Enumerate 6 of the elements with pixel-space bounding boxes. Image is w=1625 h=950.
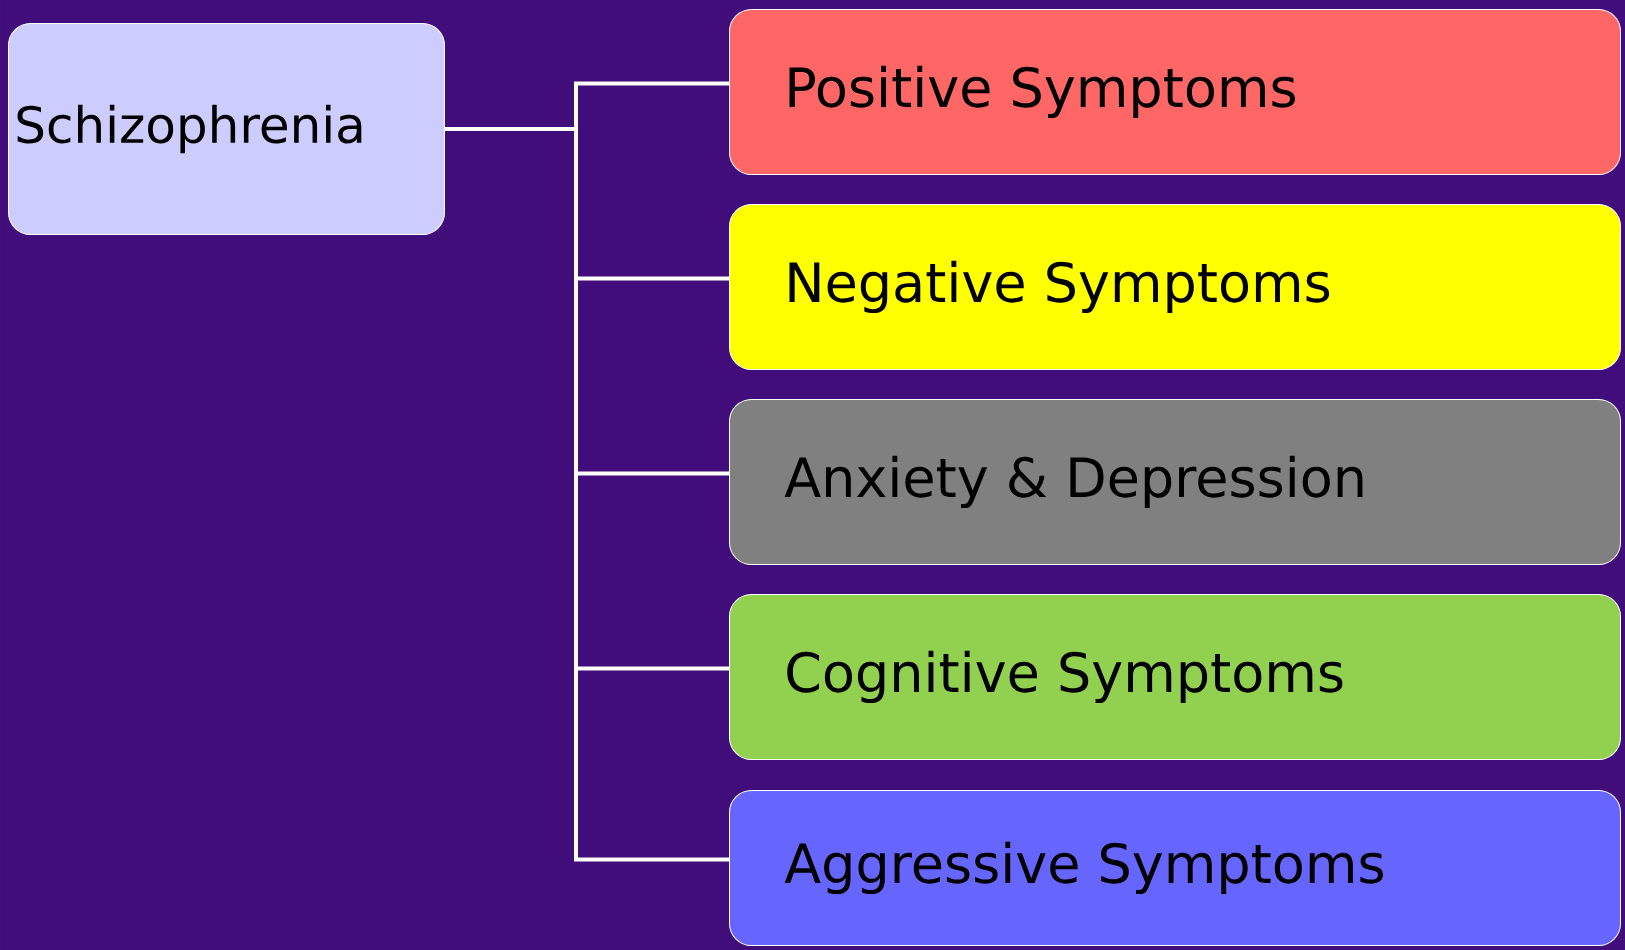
category-box: Cognitive Symptoms [729,594,1621,760]
category-box: Positive Symptoms [729,9,1621,175]
category-box: Anxiety & Depression [729,399,1621,565]
category-box: Negative Symptoms [729,204,1621,370]
root-box: Schizophrenia [8,23,445,235]
category-box: Aggressive Symptoms [729,790,1621,946]
